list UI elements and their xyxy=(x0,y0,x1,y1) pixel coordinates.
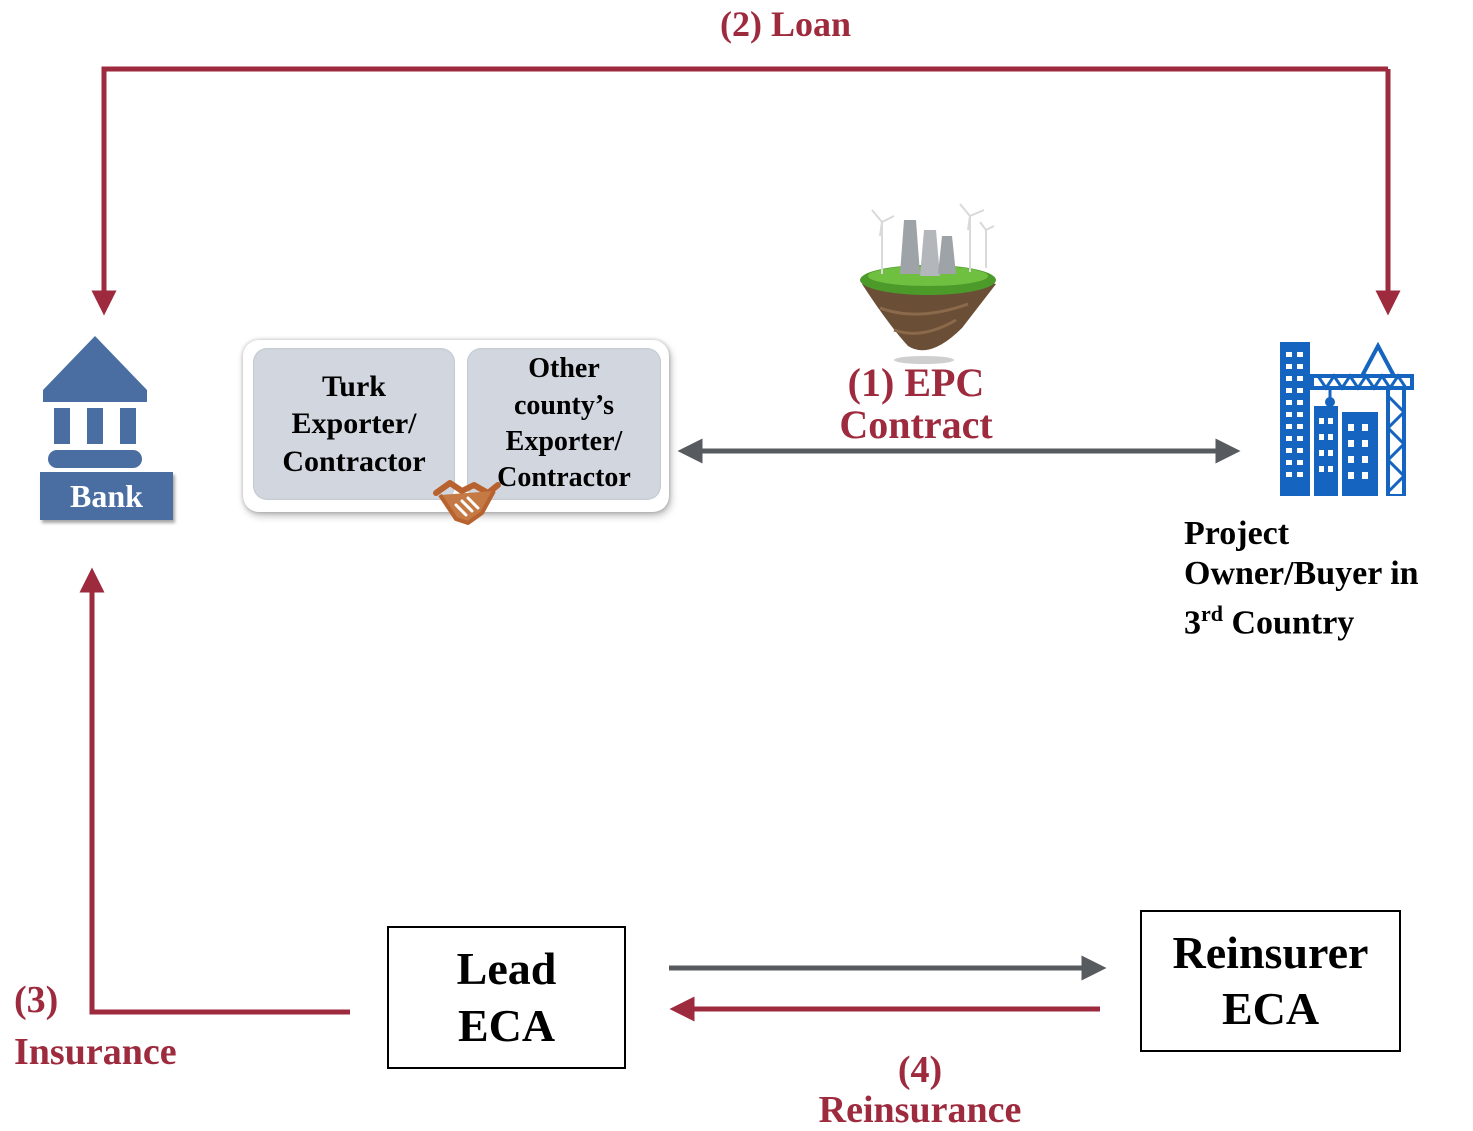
other-exporter-line2: county’s xyxy=(513,389,615,421)
power-plant-island-icon xyxy=(860,203,996,364)
turk-exporter-line1: Turk xyxy=(322,369,386,403)
project-owner-country: Country xyxy=(1223,604,1355,642)
other-exporter-line3: Exporter/ xyxy=(505,426,623,457)
reinsurance-line1: (4) xyxy=(897,1049,943,1091)
project-owner-line2: Owner/Buyer in xyxy=(1184,555,1419,592)
building-crane-icon xyxy=(1280,341,1414,496)
reinsurer-eca-line1: Reinsurer xyxy=(1172,926,1369,978)
project-owner-line3: 3rd Country xyxy=(1184,594,1419,643)
epc-contract-label: (1) EPC Contract xyxy=(830,362,1002,446)
bank-icon xyxy=(43,336,147,468)
loan-label: (2) Loan xyxy=(720,4,852,44)
epc-contract-line2: Contract xyxy=(839,402,993,447)
reinsurance-line2: Reinsurance xyxy=(818,1089,1022,1131)
epc-contract-line1: (1) EPC xyxy=(847,360,985,405)
lead-eca-line2: ECA xyxy=(457,999,556,1051)
other-exporter-box: Other county’s Exporter/ Contractor xyxy=(467,348,661,500)
lead-eca-box: Lead ECA xyxy=(387,926,626,1069)
reinsurer-eca-box: Reinsurer ECA xyxy=(1140,910,1401,1052)
project-owner-line1: Project xyxy=(1184,515,1290,552)
insurance-line2: Insurance xyxy=(14,1031,177,1073)
handshake-icon xyxy=(433,480,501,525)
turk-exporter-line2: Exporter/ xyxy=(291,407,417,441)
bank-label: Bank xyxy=(40,472,173,520)
other-exporter-line4: Contractor xyxy=(497,462,631,494)
lead-eca-line1: Lead xyxy=(456,943,557,995)
other-exporter-line1: Other xyxy=(528,353,600,385)
insurance-line1: (3) xyxy=(14,979,59,1021)
insurance-arrow xyxy=(79,567,350,1015)
loan-arrow xyxy=(91,66,1401,316)
project-owner-label: Project Owner/Buyer in 3rd Country xyxy=(1184,514,1419,643)
project-owner-ordinal: 3 xyxy=(1184,604,1201,642)
reinsurance-label: (4) Reinsurance xyxy=(780,1050,1060,1130)
project-owner-ordinal-suffix: rd xyxy=(1201,601,1223,626)
turk-exporter-box: Turk Exporter/ Contractor xyxy=(253,348,455,500)
insurance-label: (3) Insurance xyxy=(14,974,177,1078)
reinsurer-eca-line2: ECA xyxy=(1221,983,1320,1034)
turk-exporter-line3: Contractor xyxy=(282,444,426,478)
